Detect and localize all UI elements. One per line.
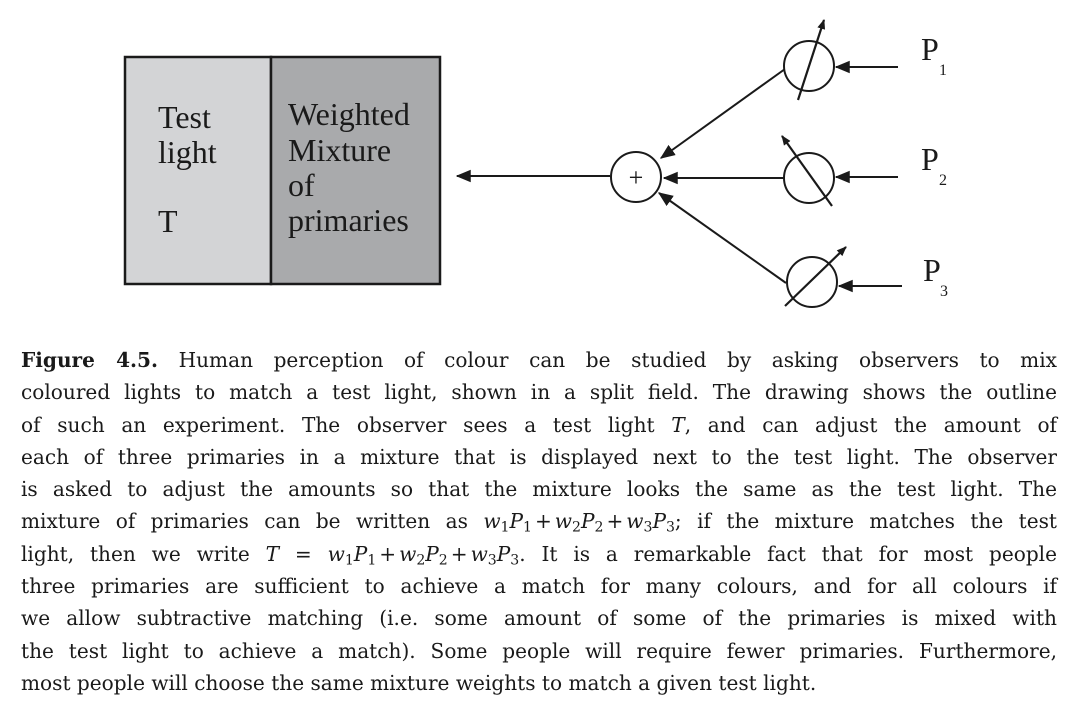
mixture-label-4: primaries bbox=[288, 202, 409, 238]
caption-line-8: three primaries are sufficient to achiev… bbox=[21, 574, 1057, 599]
test-light-label-1: Test bbox=[158, 99, 211, 135]
test-light-panel bbox=[123, 55, 273, 286]
math-mixture: w1P1+w2P2+w3P3 bbox=[483, 509, 675, 536]
weight-dial-3 bbox=[784, 246, 847, 308]
arrow-dial3-to-adder bbox=[657, 192, 787, 284]
math-equation: T = w1P1+w2P2+w3P3 bbox=[265, 541, 520, 569]
test-light-symbol: T bbox=[158, 203, 178, 239]
primary-3-index: 3 bbox=[940, 283, 948, 300]
primary-1-label: P bbox=[921, 31, 939, 67]
caption-line-10: the test light to achieve a match). Some… bbox=[21, 638, 1057, 663]
arrow-dial1-to-adder bbox=[659, 68, 786, 159]
primary-2-label: P bbox=[921, 141, 939, 177]
caption-line-5: is asked to adjust the amounts so that t… bbox=[21, 477, 1057, 502]
adder-node: + bbox=[610, 151, 662, 203]
math-test-light: T bbox=[671, 412, 685, 437]
primary-3-label: P bbox=[923, 252, 941, 288]
mixture-panel bbox=[269, 55, 442, 286]
adder-plus-symbol: + bbox=[629, 163, 644, 192]
weight-dial-1 bbox=[783, 19, 835, 101]
mixture-label-2: Mixture bbox=[288, 132, 391, 168]
caption-line-4: each of three primaries in a mixture tha… bbox=[21, 444, 1057, 469]
caption-line-2: coloured lights to match a test light, s… bbox=[21, 380, 1057, 405]
caption-line-11: most people will choose the same mixture… bbox=[21, 670, 817, 695]
caption-line-7: light, then we write T = w1P1+w2P2+w3P3.… bbox=[21, 541, 1057, 569]
mixture-label-1: Weighted bbox=[288, 96, 410, 132]
mixture-label-3: of bbox=[288, 167, 315, 203]
test-light-label-2: light bbox=[158, 134, 217, 170]
figure-caption: Figure 4.5. Human perception of colour c… bbox=[21, 344, 1057, 699]
figure-label: Figure 4.5. bbox=[21, 348, 159, 372]
colour-matching-diagram: Test light T Weighted Mixture of primari… bbox=[123, 19, 948, 308]
primary-1-index: 1 bbox=[939, 62, 947, 79]
weight-dial-2 bbox=[781, 135, 835, 207]
caption-line-6: mixture of primaries can be written as w… bbox=[21, 509, 1057, 536]
caption-line-3: of such an experiment. The observer sees… bbox=[21, 412, 1057, 437]
caption-line-9: we allow subtractive matching (i.e. some… bbox=[21, 606, 1057, 631]
primary-2-index: 2 bbox=[939, 172, 947, 189]
caption-line-1: Figure 4.5. Human perception of colour c… bbox=[21, 348, 1057, 372]
